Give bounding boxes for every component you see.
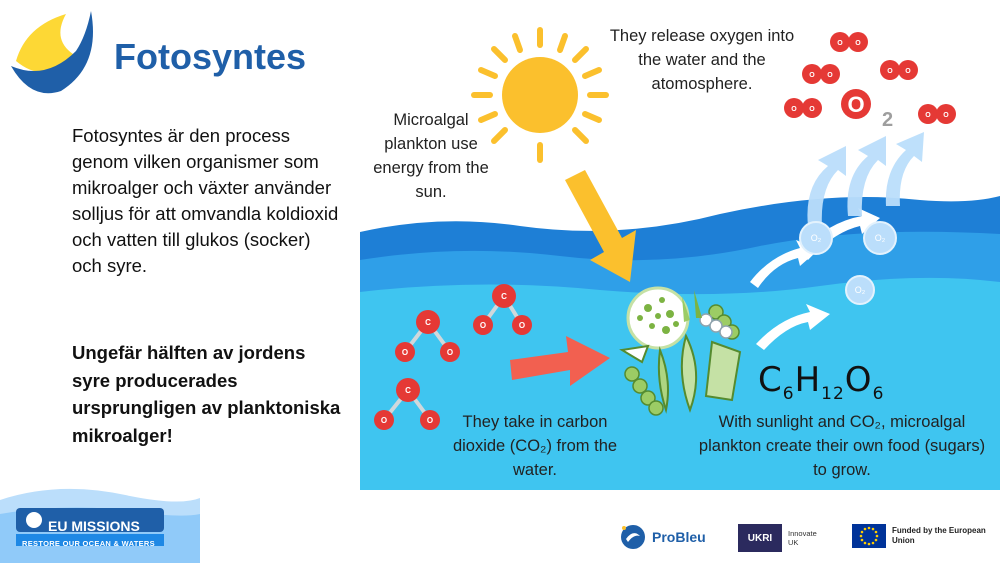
formula-element: O (844, 360, 873, 400)
probleu-logo: ProBleu (620, 524, 706, 550)
eu-missions-subtitle: RESTORE OUR OCEAN & WATERS (22, 539, 155, 548)
o2-atom-label: O (791, 106, 797, 113)
formula-element: C (758, 360, 783, 400)
page-title: Fotosyntes (114, 36, 307, 77)
oxygen-caption: They release oxygen into the water and t… (609, 27, 795, 93)
eu-funding-label: Funded by the European Union (892, 526, 986, 545)
highlight-paragraph: Ungefär hälften av jordens syre producer… (72, 342, 341, 446)
sunlight-arrow-icon (565, 170, 636, 282)
co2-atom-label: O (480, 321, 486, 330)
eu-missions-badge (0, 488, 200, 563)
ukri-label: Innovate UK (788, 529, 817, 547)
o2-atom-label: O (827, 72, 833, 79)
o2-bubble-label: O₂ (811, 233, 822, 243)
eu-missions-title: EU MISSIONS (48, 518, 140, 534)
eu-funding-logo: Funded by the European Union (852, 524, 992, 548)
formula-element: H (794, 360, 822, 400)
o2-bubble-icon (799, 221, 897, 305)
eu-missions-icon (26, 512, 42, 528)
body-paragraph: Fotosyntes är den process genom vilken o… (72, 125, 339, 276)
sun-caption: Microalgal plankton use energy from the … (373, 111, 489, 201)
ukri-logo: UKRI Innovate UK (738, 524, 828, 552)
co2-atom-label: C (425, 318, 431, 327)
co2-intake-arrow-icon (510, 336, 610, 386)
o2-big-label: O (847, 92, 864, 117)
co2-atom-label: O (381, 416, 387, 425)
photosynthesis-illustration: C C C O O O O O O (360, 27, 1000, 490)
o2-atom-label: O (905, 68, 911, 75)
logo-mark-icon (11, 11, 93, 94)
formula-subscript: 6 (782, 383, 795, 404)
co2-atom-label: O (447, 348, 453, 357)
probleu-label: ProBleu (652, 529, 706, 545)
o2-atom-label: O (809, 106, 815, 113)
glucose-formula: C6H12O6 (758, 360, 884, 404)
o2-atom-label: O (943, 112, 949, 119)
probleu-icon (621, 525, 645, 549)
formula-subscript: 12 (821, 383, 845, 404)
atmosphere-arrow-icon (807, 132, 924, 226)
co2-atom-label: C (501, 292, 507, 301)
sun-icon (471, 27, 609, 163)
carbon-caption: They take in carbon dioxide (CO₂) from t… (452, 413, 618, 479)
o2-molecule-icon (784, 32, 956, 124)
o2-atom-label: O (855, 40, 861, 47)
eu-flag-icon (852, 524, 886, 548)
o2-big-subscript: 2 (882, 109, 893, 131)
o2-bubble-label: O₂ (875, 233, 886, 243)
ukri-box: UKRI (738, 524, 782, 552)
co2-atom-label: C (405, 386, 411, 395)
co2-atom-label: O (427, 416, 433, 425)
o2-atom-label: O (837, 40, 843, 47)
o2-atom-label: O (887, 68, 893, 75)
o2-bubble-label: O₂ (855, 285, 866, 295)
formula-subscript: 6 (872, 383, 885, 404)
o2-atom-label: O (809, 72, 815, 79)
plankton-icon (619, 286, 742, 416)
o2-atom-label: O (925, 112, 931, 119)
co2-atom-label: O (402, 348, 408, 357)
co2-atom-label: O (519, 321, 525, 330)
sugar-caption: With sunlight and CO₂, microalgal plankt… (698, 413, 986, 479)
